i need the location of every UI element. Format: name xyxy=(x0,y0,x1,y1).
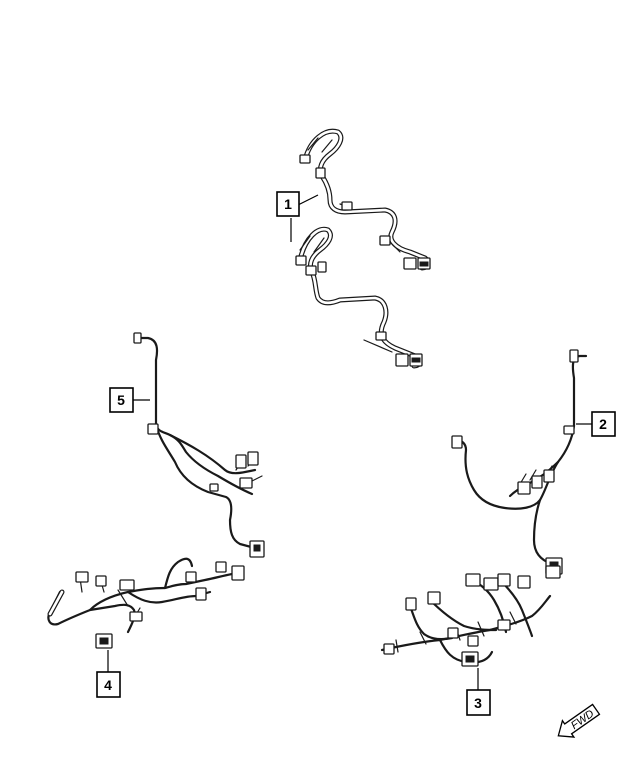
callout-5-label: 5 xyxy=(117,392,125,408)
callout-2-box xyxy=(591,411,616,437)
callout-2: 2 xyxy=(576,411,616,437)
callout-5: 5 xyxy=(109,387,150,413)
harness-part-4 xyxy=(47,557,245,649)
harness-part-2 xyxy=(451,349,588,575)
callout-1-leader-upper xyxy=(297,194,319,206)
callout-4-box xyxy=(96,671,121,698)
arrow-icon xyxy=(557,703,601,738)
fwd-direction-indicator: FWD xyxy=(557,703,601,738)
callout-1-box xyxy=(276,191,300,217)
callout-1: 1 xyxy=(276,191,319,242)
callout-3-label: 3 xyxy=(474,695,482,711)
callout-4: 4 xyxy=(96,650,121,698)
callout-2-label: 2 xyxy=(599,416,607,432)
callout-3-box xyxy=(466,689,491,716)
harness-part-5 xyxy=(133,332,265,558)
harness-part-3 xyxy=(380,565,561,667)
callout-3: 3 xyxy=(466,668,491,716)
callout-4-label: 4 xyxy=(104,677,112,693)
harness-part-1-upper xyxy=(299,128,431,271)
callout-1-label: 1 xyxy=(284,196,292,212)
harness-part-1-lower xyxy=(295,226,423,369)
callout-5-box xyxy=(109,387,134,413)
